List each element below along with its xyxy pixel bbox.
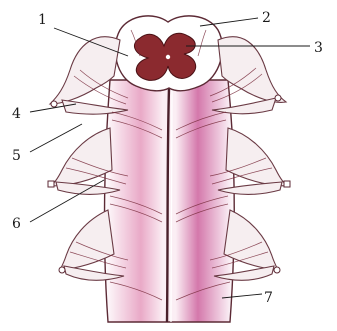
label-3: 3 — [314, 40, 323, 56]
label-4: 4 — [12, 106, 21, 122]
label-7: 7 — [264, 290, 273, 306]
label-1: 1 — [38, 12, 47, 28]
label-5: 5 — [12, 148, 21, 164]
cross-section — [115, 16, 222, 91]
label-6: 6 — [12, 216, 21, 232]
label-2: 2 — [262, 10, 271, 26]
